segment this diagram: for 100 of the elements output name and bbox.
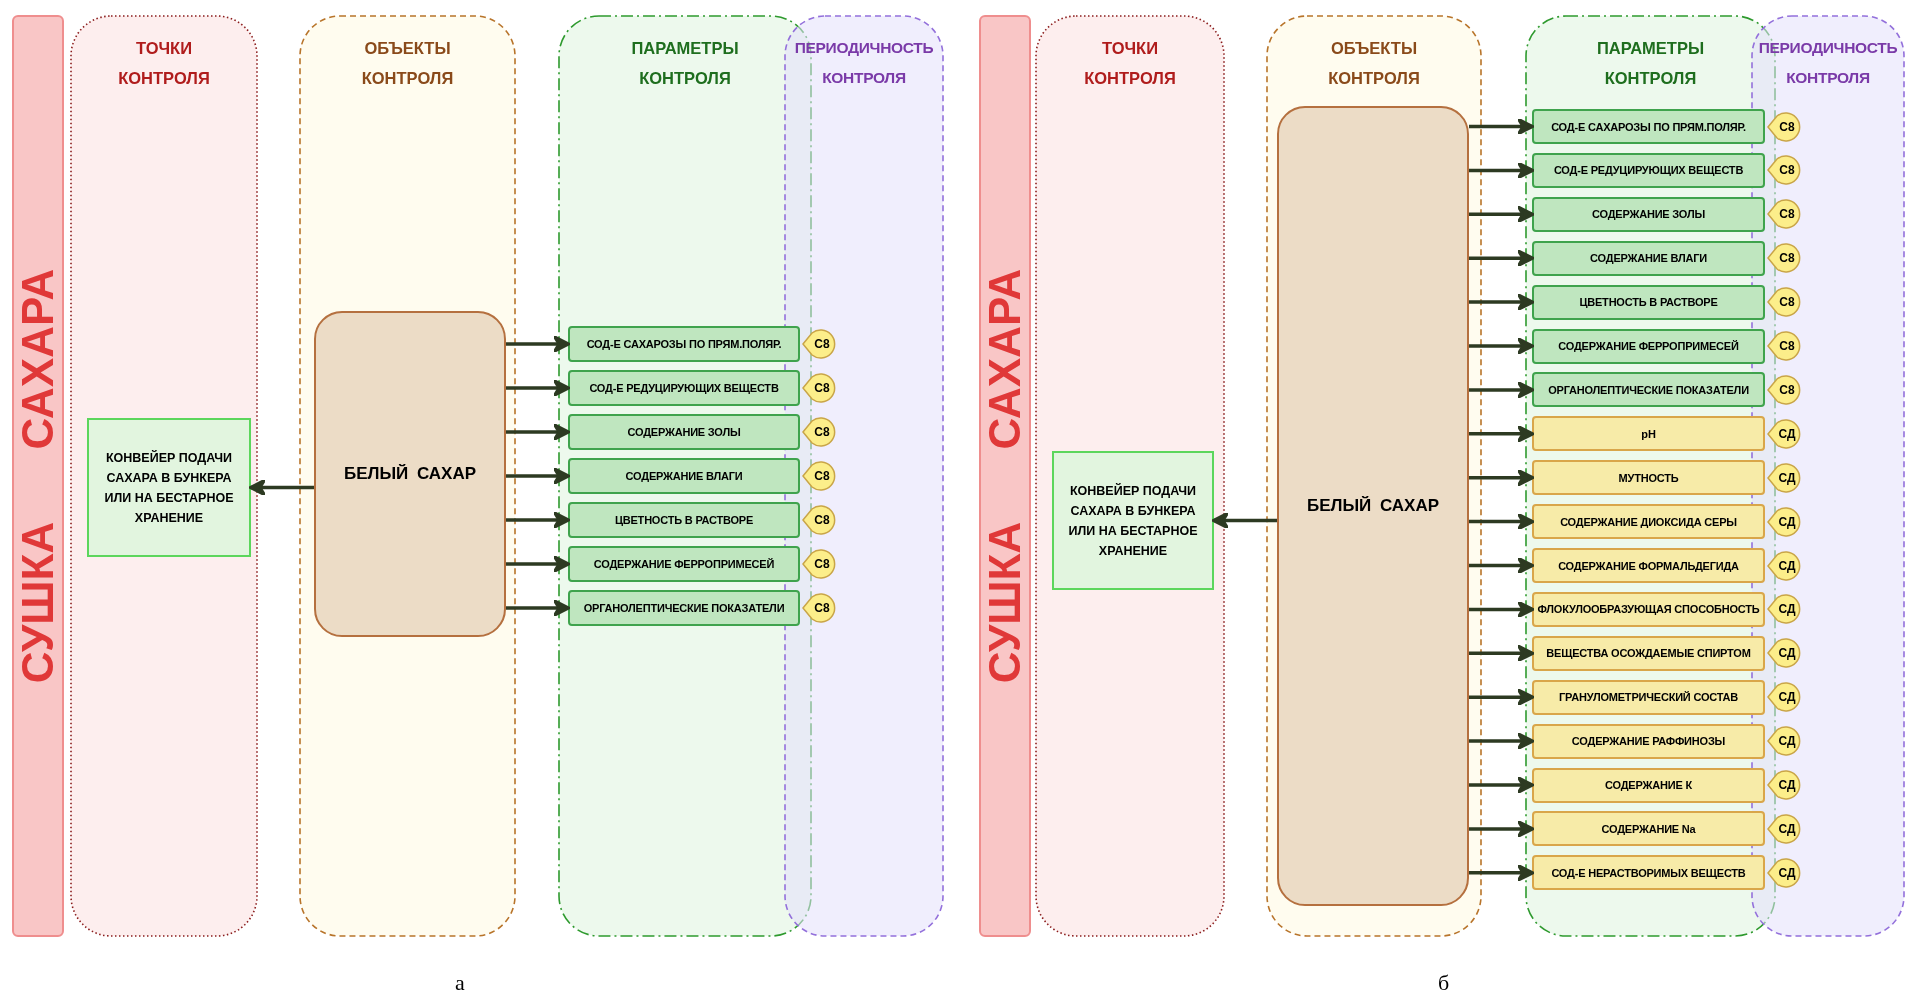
arrow: [506, 554, 571, 574]
parameter-box: [568, 502, 800, 538]
column-heading: ТОЧКИ КОНТРОЛЯ: [117, 38, 211, 89]
arrow: [506, 378, 571, 398]
badge-text: СД: [1777, 864, 1797, 881]
parameter-box: [1532, 635, 1765, 671]
parameter-box: [568, 590, 800, 626]
parameter-box: [568, 458, 800, 494]
arrow: [506, 422, 571, 442]
arrow: [1469, 249, 1535, 268]
parameter-box: [1532, 723, 1765, 759]
box-text: СОДЕРЖАНИЕ ЗОЛЫ: [1591, 208, 1706, 221]
arrow: [506, 334, 571, 354]
arrow: [1469, 512, 1535, 531]
column-heading: ПЕРИОДИЧНОСТЬ КОНТРОЛЯ: [1757, 38, 1899, 88]
parameter-box: [1532, 504, 1765, 540]
box-text: СОДЕРЖАНИЕ РАФФИНОЗЫ: [1571, 735, 1726, 748]
process-box: [87, 418, 251, 557]
arrow: [1469, 732, 1535, 751]
arrow: [506, 510, 571, 530]
badge-text: С8: [813, 600, 831, 616]
box-text: СОДЕРЖАНИЕ ФЕРРОПРИМЕСЕЙ: [1558, 340, 1739, 352]
column-heading: ПАРАМЕТРЫ КОНТРОЛЯ: [630, 38, 740, 89]
parameter-box: [1532, 109, 1765, 144]
arrow: [1469, 293, 1535, 312]
parameter-box: [568, 370, 800, 406]
arrow: [248, 478, 314, 497]
badge-text: СД: [1777, 469, 1797, 486]
arrow: [506, 598, 571, 618]
arrow: [1469, 380, 1535, 399]
parameter-box: [1532, 328, 1765, 364]
parameter-box: [1532, 811, 1765, 847]
box-text: ФЛОКУЛООБРАЗУЮЩАЯ СПОСОБНОСТЬ: [1537, 603, 1760, 616]
box-text: ЦВЕТНОСТЬ В РАСТВОРЕ: [1579, 296, 1718, 309]
column-heading: ПЕРИОДИЧНОСТЬ КОНТРОЛЯ: [793, 38, 935, 88]
box-text: ОРГАНОЛЕПТИЧЕСКИЕ ПОКАЗАТЕЛИ: [583, 602, 785, 614]
object-box: [1277, 106, 1469, 906]
badge-text: С8: [813, 468, 831, 484]
box-text: СОД-Е РЕДУЦИРУЮЩИХ ВЕЩЕСТВ: [1553, 164, 1744, 177]
arrow: [1469, 688, 1535, 707]
box-text: СОДЕРЖАНИЕ ВЛАГИ: [1590, 252, 1707, 265]
box-text: КОНВЕЙЕР ПОДАЧИ САХАРА В БУНКЕРА ИЛИ НА БЕСТАРНОЕ ХРАНЕНИЕ: [103, 449, 235, 527]
badge-text: С8: [1778, 338, 1796, 354]
parameter-box: [1532, 240, 1765, 276]
badge-text: СД: [1777, 777, 1797, 793]
badge-text: СД: [1777, 513, 1797, 530]
box-text: ГРАНУЛОМЕТРИЧЕСКИЙ СОСТАВ: [1558, 691, 1739, 704]
box-text: ЦВЕТНОСТЬ В РАСТВОРЕ: [614, 514, 754, 526]
box-text: ОРГАНОЛЕПТИЧЕСКИЕ ПОКАЗАТЕЛИ: [1548, 383, 1749, 396]
parameter-box: [568, 546, 800, 582]
box-text: СОДЕРЖАНИЕ Na: [1601, 822, 1696, 835]
box-text: СОД-Е РЕДУЦИРУЮЩИХ ВЕЩЕСТВ: [589, 382, 779, 394]
arrow: [1469, 863, 1535, 882]
badge-text: СД: [1777, 557, 1797, 574]
arrow: [1469, 775, 1535, 795]
badge-text: СД: [1777, 820, 1797, 837]
lane-title: СУШКА САХАРА: [980, 268, 1030, 684]
box-text: СОДЕРЖАНИЕ ЗОЛЫ: [627, 426, 741, 438]
column-heading: ОБЪЕКТЫ КОНТРОЛЯ: [360, 38, 455, 89]
lane-band: [979, 15, 1031, 937]
column-heading: ПАРАМЕТРЫ КОНТРОЛЯ: [1595, 38, 1706, 89]
process-box: [1052, 451, 1214, 590]
arrow: [1469, 117, 1535, 136]
parameter-box: [1532, 196, 1765, 232]
box-text: КОНВЕЙЕР ПОДАЧИ САХАРА В БУНКЕРА ИЛИ НА БЕСТАРНОЕ ХРАНЕНИЕ: [1067, 482, 1199, 560]
badge-text: С8: [813, 380, 831, 396]
box-text: СОД-Е САХАРОЗЫ ПО ПРЯМ.ПОЛЯР.: [586, 338, 782, 350]
parameter-box: [1532, 548, 1765, 583]
parameter-box: [1532, 372, 1765, 408]
parameter-box: [1532, 767, 1765, 803]
parameter-box: [1532, 152, 1765, 188]
object-box: [314, 311, 506, 637]
parameter-box: [568, 326, 800, 362]
badge-text: С8: [813, 556, 831, 572]
lane-band: [12, 15, 64, 937]
lane-title: СУШКА САХАРА: [13, 268, 63, 684]
arrow: [1469, 468, 1535, 487]
box-text: СОД-Е НЕРАСТВОРИМЫХ ВЕЩЕСТВ: [1551, 866, 1746, 879]
badge-text: С8: [1778, 118, 1796, 135]
badge-text: С8: [1778, 162, 1796, 179]
badge-text: С8: [1778, 381, 1796, 398]
figure-caption: а: [455, 970, 465, 996]
badge-text: С8: [1778, 294, 1796, 311]
box-text: ВЕЩЕСТВА ОСОЖДАЕМЫЕ СПИРТОМ: [1546, 647, 1751, 660]
column-heading: ОБЪЕКТЫ КОНТРОЛЯ: [1327, 38, 1421, 89]
arrow: [1469, 600, 1535, 619]
box-text: МУТНОСТЬ: [1618, 471, 1679, 484]
arrow: [1211, 511, 1277, 530]
box-text: СОДЕРЖАНИЕ ФЕРРОПРИМЕСЕЙ: [593, 558, 775, 570]
box-text: СОД-Е САХАРОЗЫ ПО ПРЯМ.ПОЛЯР.: [1551, 120, 1746, 133]
parameter-box: [1532, 591, 1765, 627]
badge-text: СД: [1777, 645, 1797, 662]
parameter-box: [1532, 416, 1765, 452]
box-text: БЕЛЫЙ САХАР: [343, 464, 477, 484]
badge-text: С8: [813, 424, 831, 440]
arrow: [1469, 336, 1535, 356]
column-heading: ТОЧКИ КОНТРОЛЯ: [1083, 38, 1177, 89]
parameter-box: [1532, 855, 1765, 891]
arrow: [1469, 161, 1535, 180]
box-text: pH: [1641, 427, 1656, 440]
